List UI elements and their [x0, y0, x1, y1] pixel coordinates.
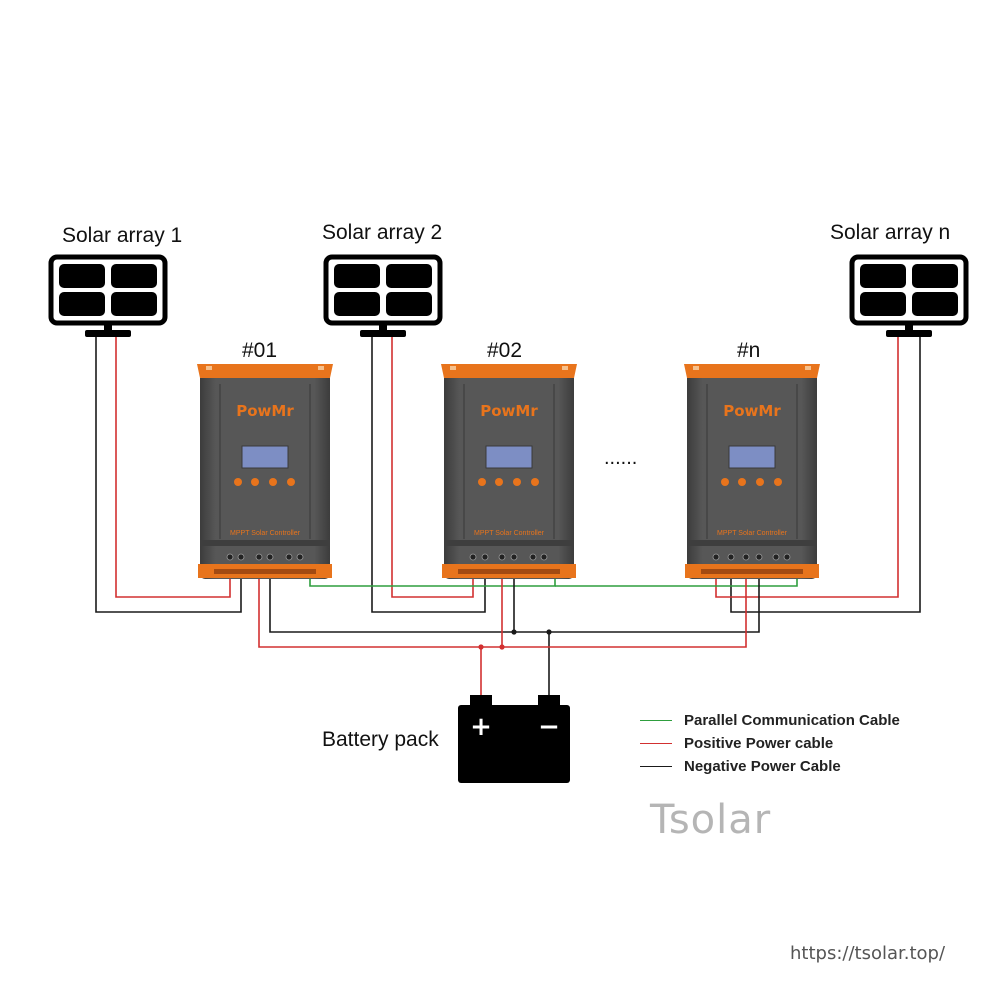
controller-subtitle: MPPT Solar Controller — [474, 530, 545, 537]
battery-plus: + — [470, 712, 492, 742]
legend-red-line — [640, 742, 672, 744]
controller-n: PowMr MPPT Solar Controller — [683, 363, 821, 580]
solar-array-2-label: Solar array 2 — [322, 221, 443, 244]
legend-label: Negative Power Cable — [684, 757, 841, 775]
solar-panel-icon-n — [852, 257, 966, 337]
battery-icon: + − — [458, 695, 570, 783]
legend-positive: Positive Power cable — [640, 733, 833, 753]
controller-02-label: #02 — [487, 339, 523, 362]
watermark: Tsolar — [650, 797, 772, 843]
legend-communication: Parallel Communication Cable — [640, 710, 900, 730]
source-url: https://tsolar.top/ — [790, 943, 946, 964]
controller-02: PowMr MPPT Solar Controller — [440, 363, 578, 580]
battery-minus: − — [538, 712, 560, 742]
legend-negative: Negative Power Cable — [640, 756, 841, 776]
controller-subtitle: MPPT Solar Controller — [717, 530, 788, 537]
solar-panel-icon-2 — [326, 257, 440, 337]
legend-label: Parallel Communication Cable — [684, 711, 900, 729]
legend-label: Positive Power cable — [684, 734, 834, 752]
battery-pack-label: Battery pack — [322, 728, 439, 751]
solar-panel-icon-1 — [51, 257, 165, 337]
solar-array-n-label: Solar array n — [830, 221, 951, 244]
controller-brand: PowMr — [236, 402, 294, 420]
controller-brand: PowMr — [480, 402, 538, 420]
controller-subtitle: MPPT Solar Controller — [230, 530, 301, 537]
ellipsis: ...... — [604, 447, 638, 469]
controller-01: PowMr MPPT Solar Controller — [196, 363, 334, 580]
legend-green-line — [640, 719, 672, 721]
legend-black-line — [640, 765, 672, 767]
controller-brand: PowMr — [723, 402, 781, 420]
controller-n-label: #n — [737, 339, 761, 362]
controller-01-label: #01 — [242, 339, 278, 362]
solar-array-1-label: Solar array 1 — [62, 224, 183, 247]
